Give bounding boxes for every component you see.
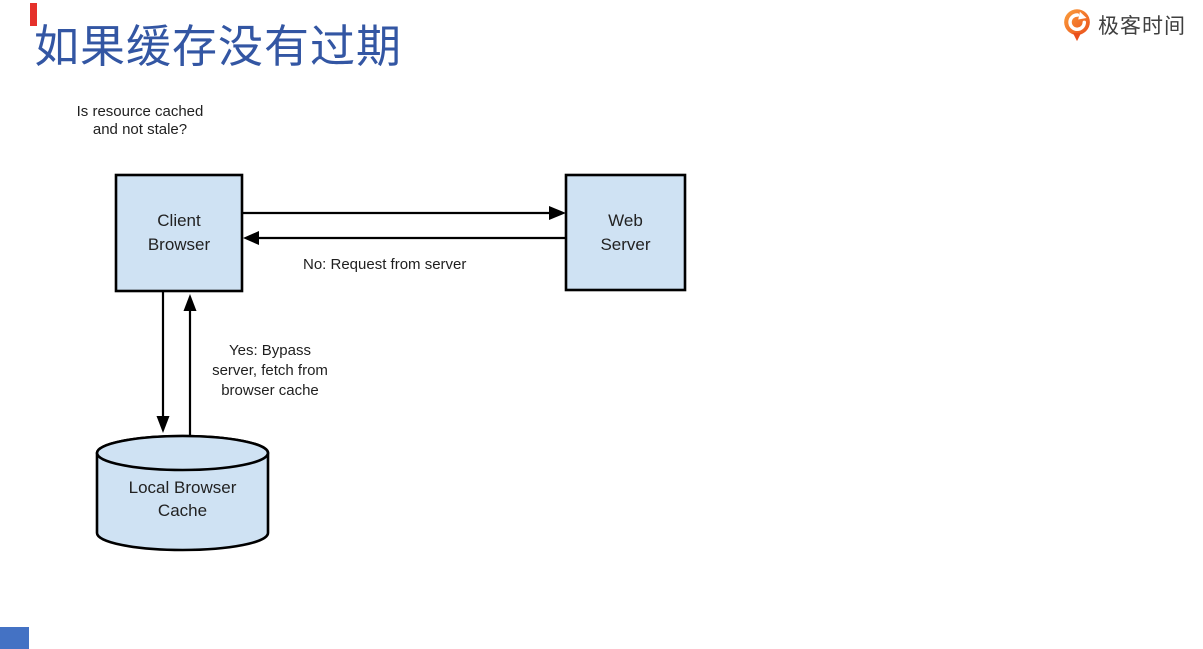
geektime-logo-icon <box>1064 9 1090 42</box>
client-browser-label: Client Browser <box>116 175 242 291</box>
yes-edge-label-line: server, fetch from <box>212 362 328 379</box>
bottom-blue-accent <box>0 627 29 649</box>
slide-title: 如果缓存没有过期 <box>34 21 403 72</box>
question-label: Is resource cached and not stale? <box>40 103 240 139</box>
local-cache-label: Local Browser Cache <box>97 462 268 536</box>
arrow-client-to-cache <box>156 292 170 433</box>
brand: 极客时间 <box>1062 8 1186 42</box>
client-browser-label-line: Client <box>157 211 201 230</box>
client-browser-label-line: Browser <box>147 235 211 254</box>
yes-edge-label-line: Yes: Bypass <box>229 342 311 359</box>
local-cache-cylinder-top <box>95 434 270 472</box>
local-cache-label-line: Local Browser <box>128 478 237 497</box>
arrow-cache-to-client <box>183 294 197 437</box>
web-server-box <box>564 173 687 292</box>
brand-name: 极客时间 <box>1098 15 1186 38</box>
top-red-accent <box>30 3 37 26</box>
local-cache-label-line: Cache <box>157 501 208 520</box>
web-server-label-line: Web <box>608 210 643 230</box>
arrow-client-to-server <box>242 206 566 220</box>
question-line: Is resource cached <box>76 103 204 120</box>
question-line: and not stale? <box>92 121 188 138</box>
yes-edge-label-line: browser cache <box>221 382 319 399</box>
web-server-label: Web Server <box>566 175 685 290</box>
yes-edge-label: Yes: Bypass server, fetch from browser c… <box>200 341 340 401</box>
client-browser-box <box>114 173 244 293</box>
web-server-label-line: Server <box>600 234 651 254</box>
arrow-server-to-client <box>243 231 566 245</box>
no-edge-label: No: Request from server <box>303 256 467 273</box>
